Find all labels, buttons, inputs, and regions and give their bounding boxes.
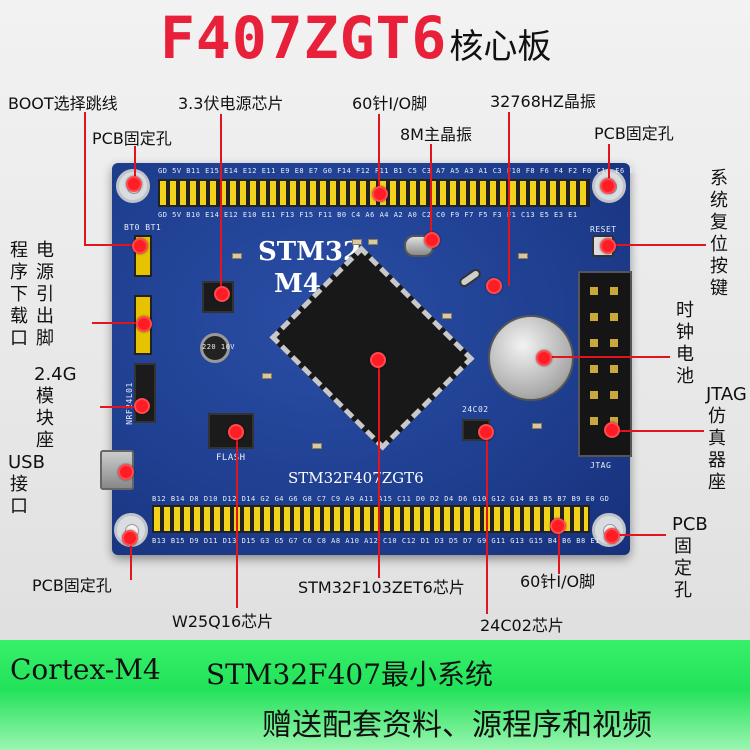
jtag-silk: JTAG [590, 461, 612, 470]
label-regulator: 3.3伏电源芯片 [178, 94, 284, 113]
coin-battery [488, 315, 574, 401]
top-pin-labels: GD 5V B11 E15 E14 E12 E11 E9 E8 E7 G0 F1… [158, 167, 672, 175]
footer-bonus: 赠送配套资料、源程序和视频 [262, 708, 652, 743]
marker-pins-bottom [550, 518, 566, 534]
label-pcb-hole-tl: PCB固定孔 [92, 129, 172, 148]
bottom-pin-labels-2: B13 B15 D9 D11 D13 D15 G3 G5 G7 C6 C8 A8… [152, 537, 619, 545]
marker-hole-bl [122, 530, 138, 546]
cap-silk: 220 10V [202, 343, 236, 351]
label-power-out: 电源引出脚 [36, 240, 54, 349]
label-eeprom-chip: 24C02芯片 [480, 616, 564, 635]
bottom-pin-labels: B12 B14 D8 D10 D12 D14 G2 G4 G6 G8 C7 C9… [152, 495, 610, 503]
marker-mcu [370, 352, 386, 368]
product-subtitle: 核心板 [449, 27, 552, 67]
product-title: F407ZGT6核心板 [160, 4, 551, 72]
nrf-silk: NRF24L01 [124, 382, 134, 425]
label-pins-top: 60针I/O脚 [352, 94, 428, 113]
marker-pins-top [372, 186, 388, 202]
marker-regulator [214, 286, 230, 302]
flash-silk: FLASH [216, 453, 246, 463]
label-mcu-chip: STM32F103ZET6芯片 [298, 578, 465, 597]
label-pcb-hole-br: PCB固定孔 [672, 514, 708, 601]
label-pcb-hole-tr: PCB固定孔 [594, 124, 674, 143]
label-flash-chip: W25Q16芯片 [172, 612, 274, 631]
label-pcb-hole-bl: PCB固定孔 [32, 576, 112, 595]
jtag-header [578, 271, 632, 457]
top-pin-labels-2: GD 5V B10 E14 E12 E10 E11 F13 F15 F11 B0… [158, 211, 578, 219]
marker-battery [536, 350, 552, 366]
eeprom-silk: 24C02 [462, 405, 489, 414]
marker-hole-br [604, 528, 620, 544]
boot-silk: BT0 BT1 [124, 223, 162, 232]
marker-flash [228, 424, 244, 440]
label-pins-bottom: 60针I/O脚 [520, 572, 596, 591]
label-jtag: JTAG仿真器座 [706, 384, 747, 493]
label-clock-battery: 时钟电池 [676, 300, 694, 387]
crystal-32k [457, 267, 483, 289]
marker-hole-tl [126, 176, 142, 192]
marker-boot [132, 238, 148, 254]
marker-reset [600, 238, 616, 254]
label-usb-port: USB接口 [8, 452, 45, 517]
footer-system: STM32F407最小系统 [206, 658, 494, 691]
marker-crystal-8m [424, 232, 440, 248]
footer-core: Cortex-M4 [10, 653, 161, 686]
marker-usb [118, 464, 134, 480]
marker-rf [134, 398, 150, 414]
label-boot: BOOT选择跳线 [8, 94, 118, 113]
product-model: F407ZGT6 [160, 4, 448, 72]
label-crystal-32k: 32768HZ晶振 [490, 92, 596, 111]
rf-socket [134, 363, 156, 423]
label-crystal-8m: 8M主晶振 [400, 125, 472, 144]
marker-jtag [604, 422, 620, 438]
chip-marking: STM32F407ZGT6 [288, 469, 424, 487]
marker-hole-tr [600, 178, 616, 194]
electrolytic-capacitor [200, 333, 230, 363]
marker-eeprom [478, 424, 494, 440]
bottom-pin-header [152, 505, 590, 533]
marker-power-out [136, 316, 152, 332]
label-prog-port: 程序下载口 [10, 240, 28, 349]
reset-silk: RESET [590, 225, 617, 234]
label-rf-module: 2.4G模块座 [34, 364, 77, 451]
label-reset-key: 系统复位按键 [710, 168, 728, 299]
footer-banner [0, 640, 750, 750]
marker-crystal-32k [486, 278, 502, 294]
